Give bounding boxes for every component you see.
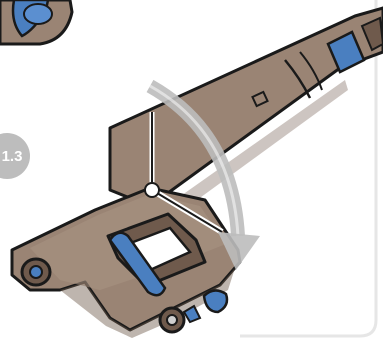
upper-tube-end xyxy=(0,0,72,44)
pivot-dot-icon xyxy=(145,183,159,197)
step-number: 1.3 xyxy=(2,148,23,165)
handle-grip xyxy=(12,188,240,338)
